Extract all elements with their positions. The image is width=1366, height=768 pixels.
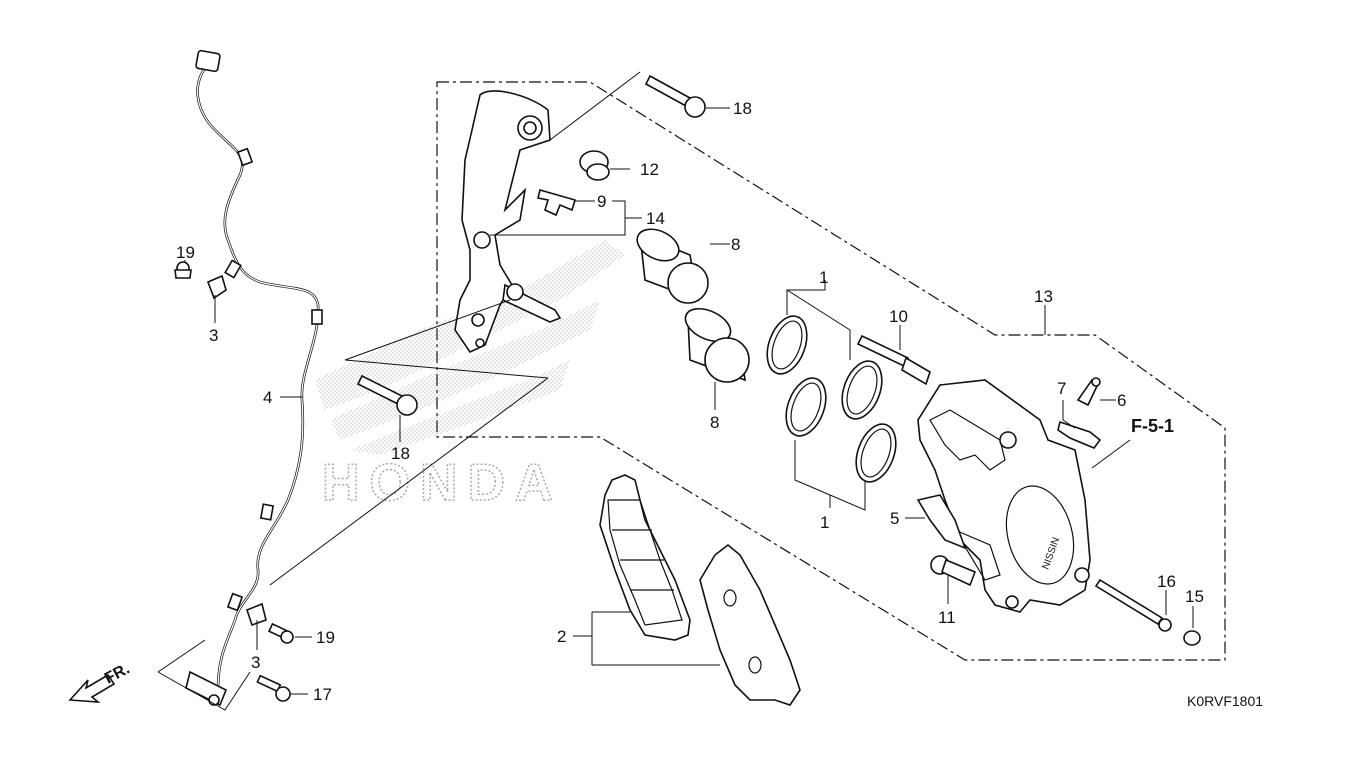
brake-pad-outer xyxy=(699,543,801,706)
callout-5: 5 xyxy=(890,509,899,528)
callout-6: 6 xyxy=(1117,391,1126,410)
plug-15 xyxy=(1183,630,1201,646)
piston-upper xyxy=(636,228,709,304)
reference-label: F-5-1 xyxy=(1131,416,1174,436)
callout-8-lower: 8 xyxy=(710,413,719,432)
callout-12: 12 xyxy=(640,160,659,179)
callout-8-upper: 8 xyxy=(731,235,740,254)
bleeder-cap xyxy=(1057,420,1102,449)
piston-seals xyxy=(766,315,897,483)
callout-18-top: 18 xyxy=(733,99,752,118)
honda-watermark-text: HONDA xyxy=(322,454,563,512)
diagram-code: K0RVF1801 xyxy=(1187,693,1263,709)
clip-and-bolt-lower xyxy=(246,602,294,702)
callout-11: 11 xyxy=(938,608,956,627)
slide-pin-10 xyxy=(856,334,931,386)
callout-2: 2 xyxy=(557,627,566,646)
caliper-bracket xyxy=(454,90,562,354)
callout-17: 17 xyxy=(313,685,332,704)
callout-10: 10 xyxy=(889,307,908,326)
callout-14: 14 xyxy=(646,209,665,228)
caliper-body: NISSIN xyxy=(917,379,1091,613)
boot-12 xyxy=(579,150,610,181)
callout-4: 4 xyxy=(263,388,272,407)
front-direction-arrow: FR. xyxy=(68,660,133,703)
callout-numbers: 1 1 2 3 3 4 5 6 7 8 8 9 10 11 12 13 14 1… xyxy=(176,99,1204,704)
pin-bolt-11 xyxy=(930,555,977,587)
callout-1-bottom: 1 xyxy=(820,513,829,532)
bleeder-valve xyxy=(1076,377,1101,407)
callout-3-lower: 3 xyxy=(251,653,260,672)
retainer-9 xyxy=(537,189,576,217)
callout-16: 16 xyxy=(1157,572,1176,591)
assembly-outlines xyxy=(436,81,1226,661)
clip-and-bolt-upper xyxy=(174,261,227,300)
callout-19-upper: 19 xyxy=(176,243,195,262)
callout-13: 13 xyxy=(1034,287,1053,306)
callout-1-top: 1 xyxy=(819,268,828,287)
bolt-18-lower xyxy=(356,374,418,416)
callout-18-lower: 18 xyxy=(391,444,410,463)
callout-19-lower: 19 xyxy=(316,628,335,647)
pad-pin-16 xyxy=(1094,578,1172,632)
speed-sensor-wire xyxy=(185,49,323,707)
piston-lower xyxy=(684,307,750,383)
leader-lines xyxy=(157,71,1194,711)
pad-spring xyxy=(916,494,967,550)
brake-pad-inner xyxy=(599,474,691,641)
callout-7: 7 xyxy=(1057,379,1066,398)
callout-15: 15 xyxy=(1185,587,1204,606)
bolt-18-top xyxy=(644,74,706,118)
callout-9: 9 xyxy=(597,192,606,211)
callout-3-upper: 3 xyxy=(209,326,218,345)
